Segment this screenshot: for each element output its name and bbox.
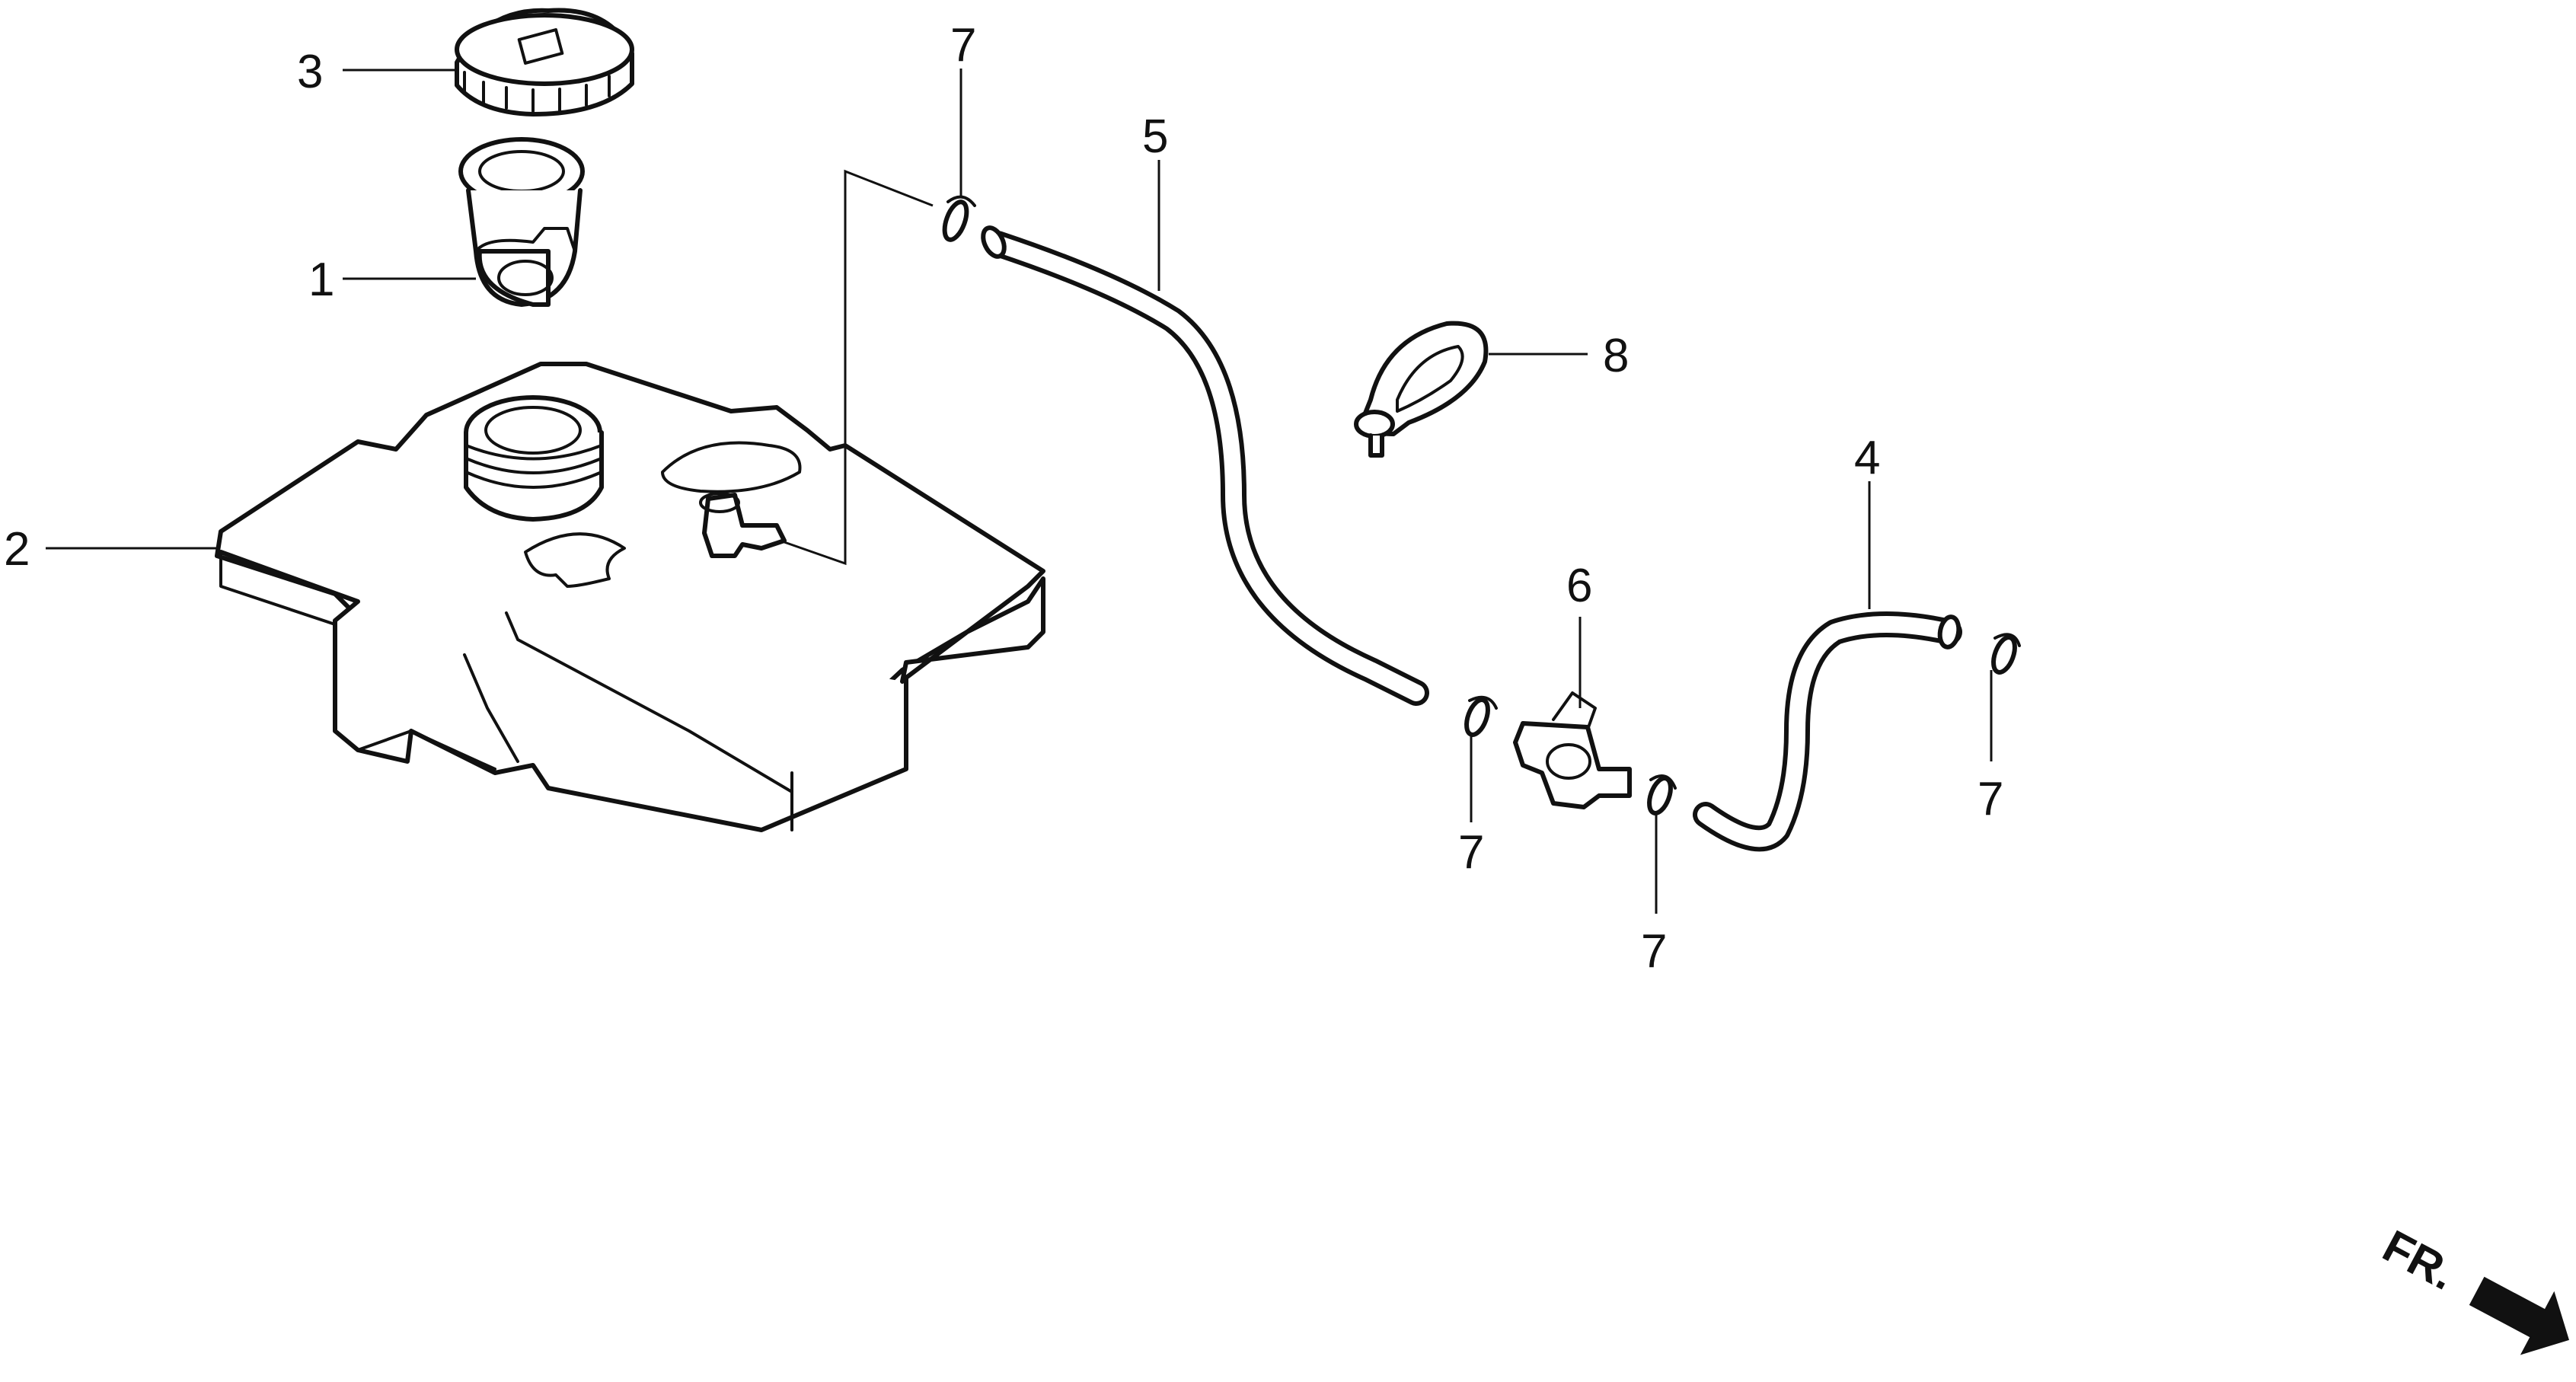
assembly-line-outlet (784, 169, 934, 566)
front-direction-label: FR. (2375, 1220, 2464, 1300)
fuel-strainer-part (458, 137, 585, 307)
callout-part-2: 2 (4, 523, 30, 576)
callout-part-6: 6 (1566, 560, 1592, 612)
fuel-cap-part (455, 8, 634, 116)
callout-part-7-lower: 7 (1641, 925, 1667, 978)
callout-part-7-upper: 7 (950, 19, 976, 72)
hose-holder-part (1354, 321, 1489, 458)
callout-part-7-right: 7 (1977, 773, 2003, 825)
fuel-tank-part (215, 362, 1045, 832)
callout-part-8: 8 (1603, 330, 1629, 382)
lower-fuel-hose-part (1693, 611, 1962, 852)
callout-part-1: 1 (308, 254, 334, 306)
hose-clip-part-middle (1464, 695, 1498, 737)
front-direction-marker: FR. (2375, 1220, 2569, 1355)
callout-part-3: 3 (297, 46, 323, 98)
hose-clip-part-right (1991, 633, 2021, 675)
fuel-valve-part (1513, 691, 1632, 809)
hose-clip-part-lower (1647, 774, 1677, 815)
upper-fuel-hose-part (981, 225, 1429, 706)
front-direction-arrow-icon (2469, 1276, 2569, 1355)
callout-part-5: 5 (1142, 110, 1168, 163)
callout-part-4: 4 (1854, 432, 1880, 484)
hose-clip-part-upper (942, 195, 976, 242)
callout-part-7-middle: 7 (1458, 826, 1484, 879)
